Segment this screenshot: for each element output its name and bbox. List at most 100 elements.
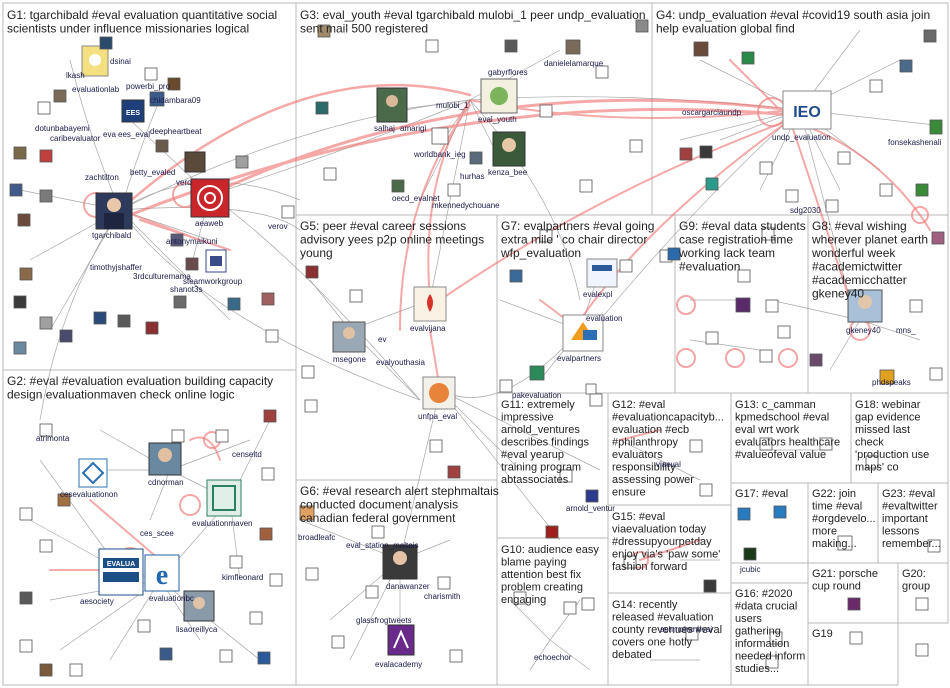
label-arnold-ventur: arnold_ventur: [566, 504, 615, 513]
mini-node: [13, 146, 27, 160]
mini-node: [899, 59, 913, 73]
node-evaluationbc: e: [144, 554, 180, 592]
group-title-line: G21: porsche: [812, 568, 878, 580]
mini-node: [39, 149, 53, 163]
edge: [39, 209, 121, 421]
mini-node: [545, 525, 559, 539]
label-eval-station-maltais: eval_station_maltais: [346, 541, 418, 550]
label-evalexpl: evalexpl: [583, 290, 613, 299]
group-title-line: kpmedschool #eval: [735, 412, 829, 424]
group-title-line: extra mile ' co chair director: [501, 233, 647, 247]
node-evalpartners: [562, 314, 604, 352]
edge: [169, 439, 251, 471]
mini-node: [837, 151, 851, 165]
group-title-line: G23: #eval: [882, 488, 935, 500]
mini-node: [265, 329, 279, 343]
mini-node: [565, 39, 581, 55]
mini-node: [391, 179, 405, 193]
mini-node: [167, 77, 181, 91]
red-edge: [189, 436, 221, 461]
mini-node: [229, 555, 243, 569]
mini-node: [371, 525, 385, 539]
node-cdnorman: [148, 442, 182, 476]
red-edge: [118, 83, 472, 212]
group-title-line: needed inform: [735, 651, 805, 663]
edge: [49, 209, 121, 331]
group-title-line: #dressupyourpetday: [612, 536, 712, 548]
title-g2: G2: #eval #evaluation evaluation buildin…: [7, 374, 273, 402]
mini-node: [849, 631, 863, 645]
group-title-line: studies...: [735, 663, 779, 675]
mini-node: [693, 41, 709, 57]
label-fonsekashenali: fonsekashenali: [888, 138, 942, 147]
svg-text:e: e: [156, 560, 168, 591]
mini-node: [629, 139, 643, 153]
group-title-line: enjoy via's 'paw some': [612, 549, 720, 561]
group-title-line: important: [882, 513, 928, 525]
mini-node: [579, 179, 593, 193]
mini-node: [769, 631, 783, 645]
self-loop: [676, 348, 696, 368]
group-title-line: scientists under influence missionaries …: [7, 22, 249, 36]
mini-node: [623, 555, 637, 569]
node-aesociety: EVALUA: [98, 548, 144, 596]
group-title-line: eval wrt work: [735, 424, 800, 436]
group-title-line: conducted document analysis: [300, 498, 458, 512]
group-title-line: 'production use: [855, 449, 929, 461]
group-title-line: training program: [501, 462, 581, 474]
svg-text:EES: EES: [126, 110, 140, 117]
node-steamworkgroup: [205, 249, 227, 273]
group-title-line: assessing power: [612, 474, 694, 486]
edge: [439, 389, 601, 471]
node-aeaweb: [190, 178, 230, 218]
group-title-line: G1: tgarchibald #eval evaluation quantit…: [7, 8, 277, 22]
edge: [689, 339, 761, 351]
mini-node: [219, 649, 233, 663]
mini-node: [915, 183, 929, 197]
mini-node: [595, 65, 609, 79]
mini-node: [559, 469, 573, 483]
mini-node: [879, 183, 893, 197]
red-edge: [439, 119, 791, 301]
node-evaluationlab: [81, 45, 109, 77]
group-title-line: describes findings: [501, 437, 590, 449]
node-ees-eval: EES: [121, 99, 145, 123]
box-g19: [807, 622, 899, 686]
group-title-line: canadian federal government: [300, 511, 456, 525]
mini-node: [539, 229, 553, 243]
label-sdg2030: sdg2030: [790, 206, 821, 215]
group-title-line: debated: [612, 649, 652, 661]
label-powerbi-pro: powerbi_pro: [126, 82, 171, 91]
edge: [619, 439, 701, 481]
label-evalyouthasia: evalyouthasia: [376, 358, 425, 367]
mini-node: [263, 409, 277, 423]
group-title-line: ensure: [612, 487, 646, 499]
mini-node: [585, 383, 597, 395]
mini-node: [170, 233, 184, 247]
group-title-line: G2: #eval #evaluation evaluation buildin…: [7, 374, 273, 388]
mini-node: [53, 89, 67, 103]
group-title-line: G18: webinar: [855, 399, 921, 411]
label-mns: mns_: [896, 326, 916, 335]
edge: [469, 99, 581, 301]
mini-node: [667, 247, 681, 261]
small-nodes: [9, 19, 945, 677]
node-evalvijana: [413, 286, 447, 322]
group-title-line: case registration time: [679, 233, 793, 247]
mini-node: [171, 429, 185, 443]
mini-node: [529, 365, 545, 381]
mini-node: [589, 393, 603, 407]
group-title-line: working lack team: [678, 246, 775, 260]
mini-node: [304, 399, 318, 413]
group-title-line: responsibility: [612, 462, 676, 474]
edge: [109, 579, 161, 661]
edge: [119, 209, 231, 321]
group-title-line: arnold_ventures: [501, 424, 580, 436]
mini-node: [19, 507, 33, 521]
label-echoechor: echoechor: [534, 653, 572, 662]
